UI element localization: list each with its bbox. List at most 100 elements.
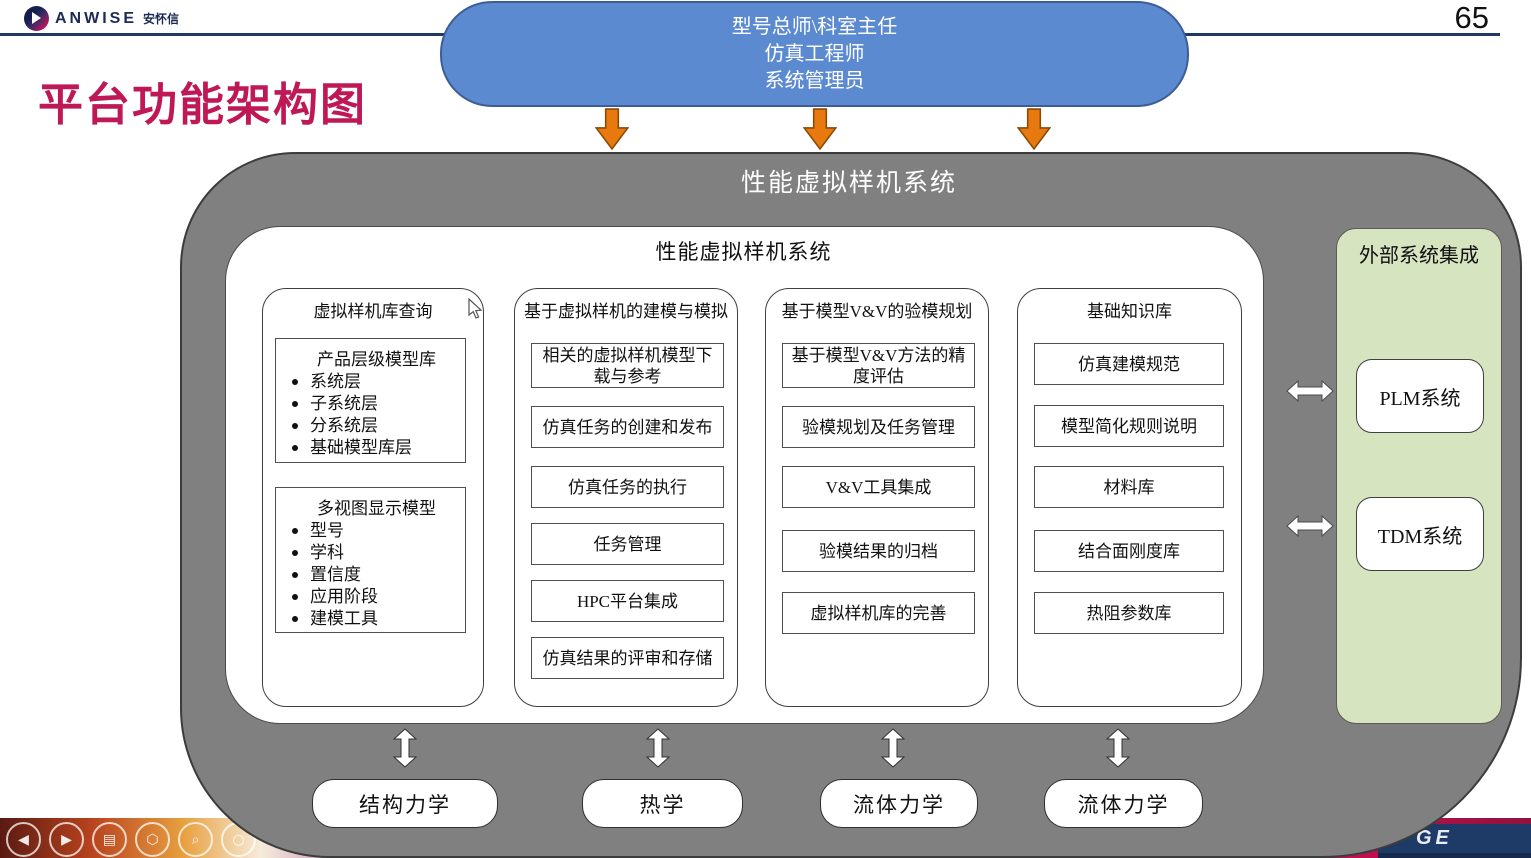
bullet-item: 应用阶段 <box>310 587 378 606</box>
down-arrow-icon <box>595 108 629 150</box>
feature-box: 任务管理 <box>531 523 724 565</box>
tdm-system-box: TDM系统 <box>1356 497 1484 571</box>
feature-label: 验模结果的归档 <box>819 541 938 561</box>
down-arrow-icon <box>803 108 837 150</box>
column-title: 基础知识库 <box>1087 302 1172 321</box>
viewer-toolbar: ◀ ▶ ▤ ⬡ ⌕ ○ <box>6 822 256 857</box>
logo-text-en: ANWISE <box>55 9 137 27</box>
feature-label: 模型简化规则说明 <box>1061 416 1197 436</box>
feature-label: 仿真结果的评审和存储 <box>542 648 713 668</box>
column-title: 虚拟样机库查询 <box>313 302 433 321</box>
mouse-cursor-icon <box>468 298 483 319</box>
solver-thermal: 热学 <box>582 779 743 828</box>
footer-partial-text: GE <box>1416 827 1453 849</box>
solver-label: 流体力学 <box>853 792 945 817</box>
solver-label: 结构力学 <box>359 792 451 817</box>
roles-ellipse: 型号总师\科室主任 仿真工程师 系统管理员 <box>440 1 1189 107</box>
feature-box: 仿真任务的执行 <box>531 466 724 508</box>
feature-box: 相关的虚拟样机模型下载与参考 <box>531 343 724 388</box>
bullet-item: 子系统层 <box>310 394 378 413</box>
next-icon[interactable]: ▶ <box>49 822 84 857</box>
double-arrow-vertical-icon <box>881 728 905 768</box>
feature-box: 基于模型V&V方法的精度评估 <box>782 343 975 388</box>
group-multiview-model: 多视图显示模型 型号 学科 置信度 应用阶段 建模工具 <box>275 487 466 633</box>
feature-box: 仿真任务的创建和发布 <box>531 406 724 448</box>
group-product-model-library: 产品层级模型库 系统层 子系统层 分系统层 基础模型库层 <box>275 338 466 463</box>
page-number: 65 <box>1454 0 1489 35</box>
prev-icon[interactable]: ◀ <box>6 822 41 857</box>
bullet-icon <box>292 572 298 578</box>
bullet-item: 系统层 <box>310 372 361 391</box>
anwise-logo: ANWISE 安怀信 <box>24 6 179 31</box>
solver-label: 流体力学 <box>1077 792 1170 817</box>
role-line: 系统管理员 <box>764 69 865 92</box>
bullet-icon <box>292 445 298 451</box>
system-label: TDM系统 <box>1377 525 1463 548</box>
bullet-icon <box>292 423 298 429</box>
bullet-icon <box>292 379 298 385</box>
bullet-icon <box>292 550 298 556</box>
bullet-item: 置信度 <box>310 565 361 584</box>
feature-label: 虚拟样机库的完善 <box>810 603 947 623</box>
feature-box: 仿真结果的评审和存储 <box>531 637 724 679</box>
feature-label: 热阻参数库 <box>1086 603 1172 623</box>
inner-system-title: 性能虚拟样机系统 <box>655 240 832 264</box>
solver-fluid-2: 流体力学 <box>1044 779 1203 828</box>
group-title: 产品层级模型库 <box>317 350 436 369</box>
feature-label: 基于模型V&V方法的精度评估 <box>791 345 966 386</box>
group-title: 多视图显示模型 <box>317 499 436 518</box>
feature-label: 仿真任务的执行 <box>568 477 687 497</box>
bullet-item: 学科 <box>310 543 344 562</box>
feature-label: 结合面刚度库 <box>1078 541 1180 561</box>
feature-label: 验模规划及任务管理 <box>802 417 955 437</box>
column-title: 基于模型V&V的验模规划 <box>781 302 973 321</box>
slide-title: 平台功能架构图 <box>38 78 368 131</box>
column-title: 基于虚拟样机的建模与模拟 <box>524 302 728 321</box>
double-arrow-vertical-icon <box>646 728 670 768</box>
feature-label: 任务管理 <box>593 534 662 554</box>
pages-icon[interactable]: ▤ <box>92 822 127 857</box>
feature-box: 热阻参数库 <box>1034 592 1224 634</box>
feature-box: 验模规划及任务管理 <box>782 406 975 448</box>
double-arrow-vertical-icon <box>1106 728 1130 768</box>
feature-label: HPC平台集成 <box>576 591 679 611</box>
feature-box: HPC平台集成 <box>531 580 724 622</box>
feature-label: 材料库 <box>1103 477 1155 497</box>
external-systems-box: 外部系统集成 PLM系统 TDM系统 <box>1336 228 1502 724</box>
bullet-icon <box>292 528 298 534</box>
bullet-icon <box>292 616 298 622</box>
solver-structural: 结构力学 <box>312 779 498 828</box>
feature-box: 虚拟样机库的完善 <box>782 592 975 634</box>
external-systems-title: 外部系统集成 <box>1359 245 1479 267</box>
feature-label: V&V工具集成 <box>825 477 932 497</box>
zoom-icon[interactable]: ⌕ <box>178 822 213 857</box>
down-arrow-icon <box>1017 108 1051 150</box>
feature-box: 仿真建模规范 <box>1034 343 1224 385</box>
bullet-icon <box>292 594 298 600</box>
feature-label: 仿真任务的创建和发布 <box>542 417 713 437</box>
role-line: 仿真工程师 <box>764 42 865 65</box>
double-arrow-vertical-icon <box>393 728 417 768</box>
feature-box: 结合面刚度库 <box>1034 530 1224 572</box>
hexagon-icon[interactable]: ⬡ <box>135 822 170 857</box>
bullet-icon <box>292 401 298 407</box>
feature-label: 仿真建模规范 <box>1078 354 1180 374</box>
feature-box: 模型简化规则说明 <box>1034 405 1224 447</box>
bullet-item: 基础模型库层 <box>310 438 412 457</box>
role-line: 型号总师\科室主任 <box>731 15 898 38</box>
feature-label: 相关的虚拟样机模型下载与参考 <box>542 345 713 386</box>
bullet-item: 建模工具 <box>310 609 378 628</box>
outer-system-title: 性能虚拟样机系统 <box>740 170 957 197</box>
feature-box: V&V工具集成 <box>782 466 975 508</box>
solver-label: 热学 <box>639 792 686 817</box>
logo-text-cn: 安怀信 <box>143 12 180 26</box>
plm-system-box: PLM系统 <box>1356 359 1484 433</box>
anwise-logo-icon <box>24 6 49 31</box>
system-label: PLM系统 <box>1379 387 1461 410</box>
feature-box: 验模结果的归档 <box>782 530 975 572</box>
solver-fluid-1: 流体力学 <box>820 779 978 828</box>
bullet-item: 型号 <box>310 521 344 540</box>
double-arrow-horizontal-icon <box>1286 379 1334 403</box>
bullet-item: 分系统层 <box>310 416 378 435</box>
double-arrow-horizontal-icon <box>1286 514 1334 538</box>
